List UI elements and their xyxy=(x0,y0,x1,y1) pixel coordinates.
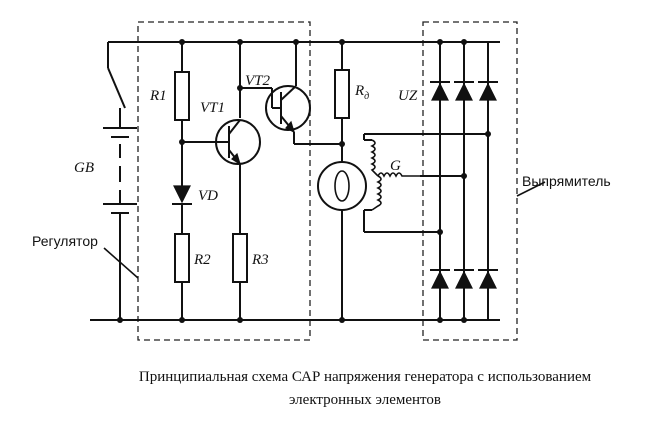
r3-resistor xyxy=(232,233,248,283)
label-r2: R2 xyxy=(193,252,211,268)
vt2-branch xyxy=(240,42,342,145)
battery-branch xyxy=(103,42,137,320)
label-r1: R1 xyxy=(149,88,167,104)
circuit-diagram: R1 VT1 VT2 Rд UZ GB VD R2 R3 G Регулятор… xyxy=(32,21,611,341)
caption-line-1: Принципиальная схема САР напряжения гене… xyxy=(138,369,592,385)
regulator-leader xyxy=(103,247,139,279)
excitation-winding xyxy=(317,161,367,211)
label-uz: UZ xyxy=(398,88,418,104)
label-r3: R3 xyxy=(251,252,269,268)
rd-branch xyxy=(317,42,367,320)
r1-resistor xyxy=(174,71,190,121)
generator-windings xyxy=(363,133,484,233)
rd-resistor xyxy=(334,69,350,119)
vt1-r3-branch xyxy=(182,42,261,320)
label-vt2: VT2 xyxy=(245,73,271,89)
rectifier-leader xyxy=(516,181,546,197)
label-rectifier: Выпрямитель xyxy=(522,173,611,189)
label-vt1: VT1 xyxy=(200,100,225,116)
regulator-boundary xyxy=(137,21,311,341)
r2-resistor xyxy=(174,233,190,283)
label-vd: VD xyxy=(198,188,218,204)
rectifier-boundary xyxy=(422,21,518,341)
label-regulator: Регулятор xyxy=(32,233,98,249)
junction-dots xyxy=(117,39,491,323)
label-gb: GB xyxy=(74,160,94,176)
vt2-transistor xyxy=(265,85,311,131)
label-g: G xyxy=(390,158,401,174)
r1-vd-r2-branch xyxy=(172,42,192,320)
caption-line-2: электронных элементов xyxy=(289,392,441,408)
uz-rectifier-bridge xyxy=(430,42,498,320)
vd-diode xyxy=(173,185,191,204)
label-rd: Rд xyxy=(354,83,369,102)
